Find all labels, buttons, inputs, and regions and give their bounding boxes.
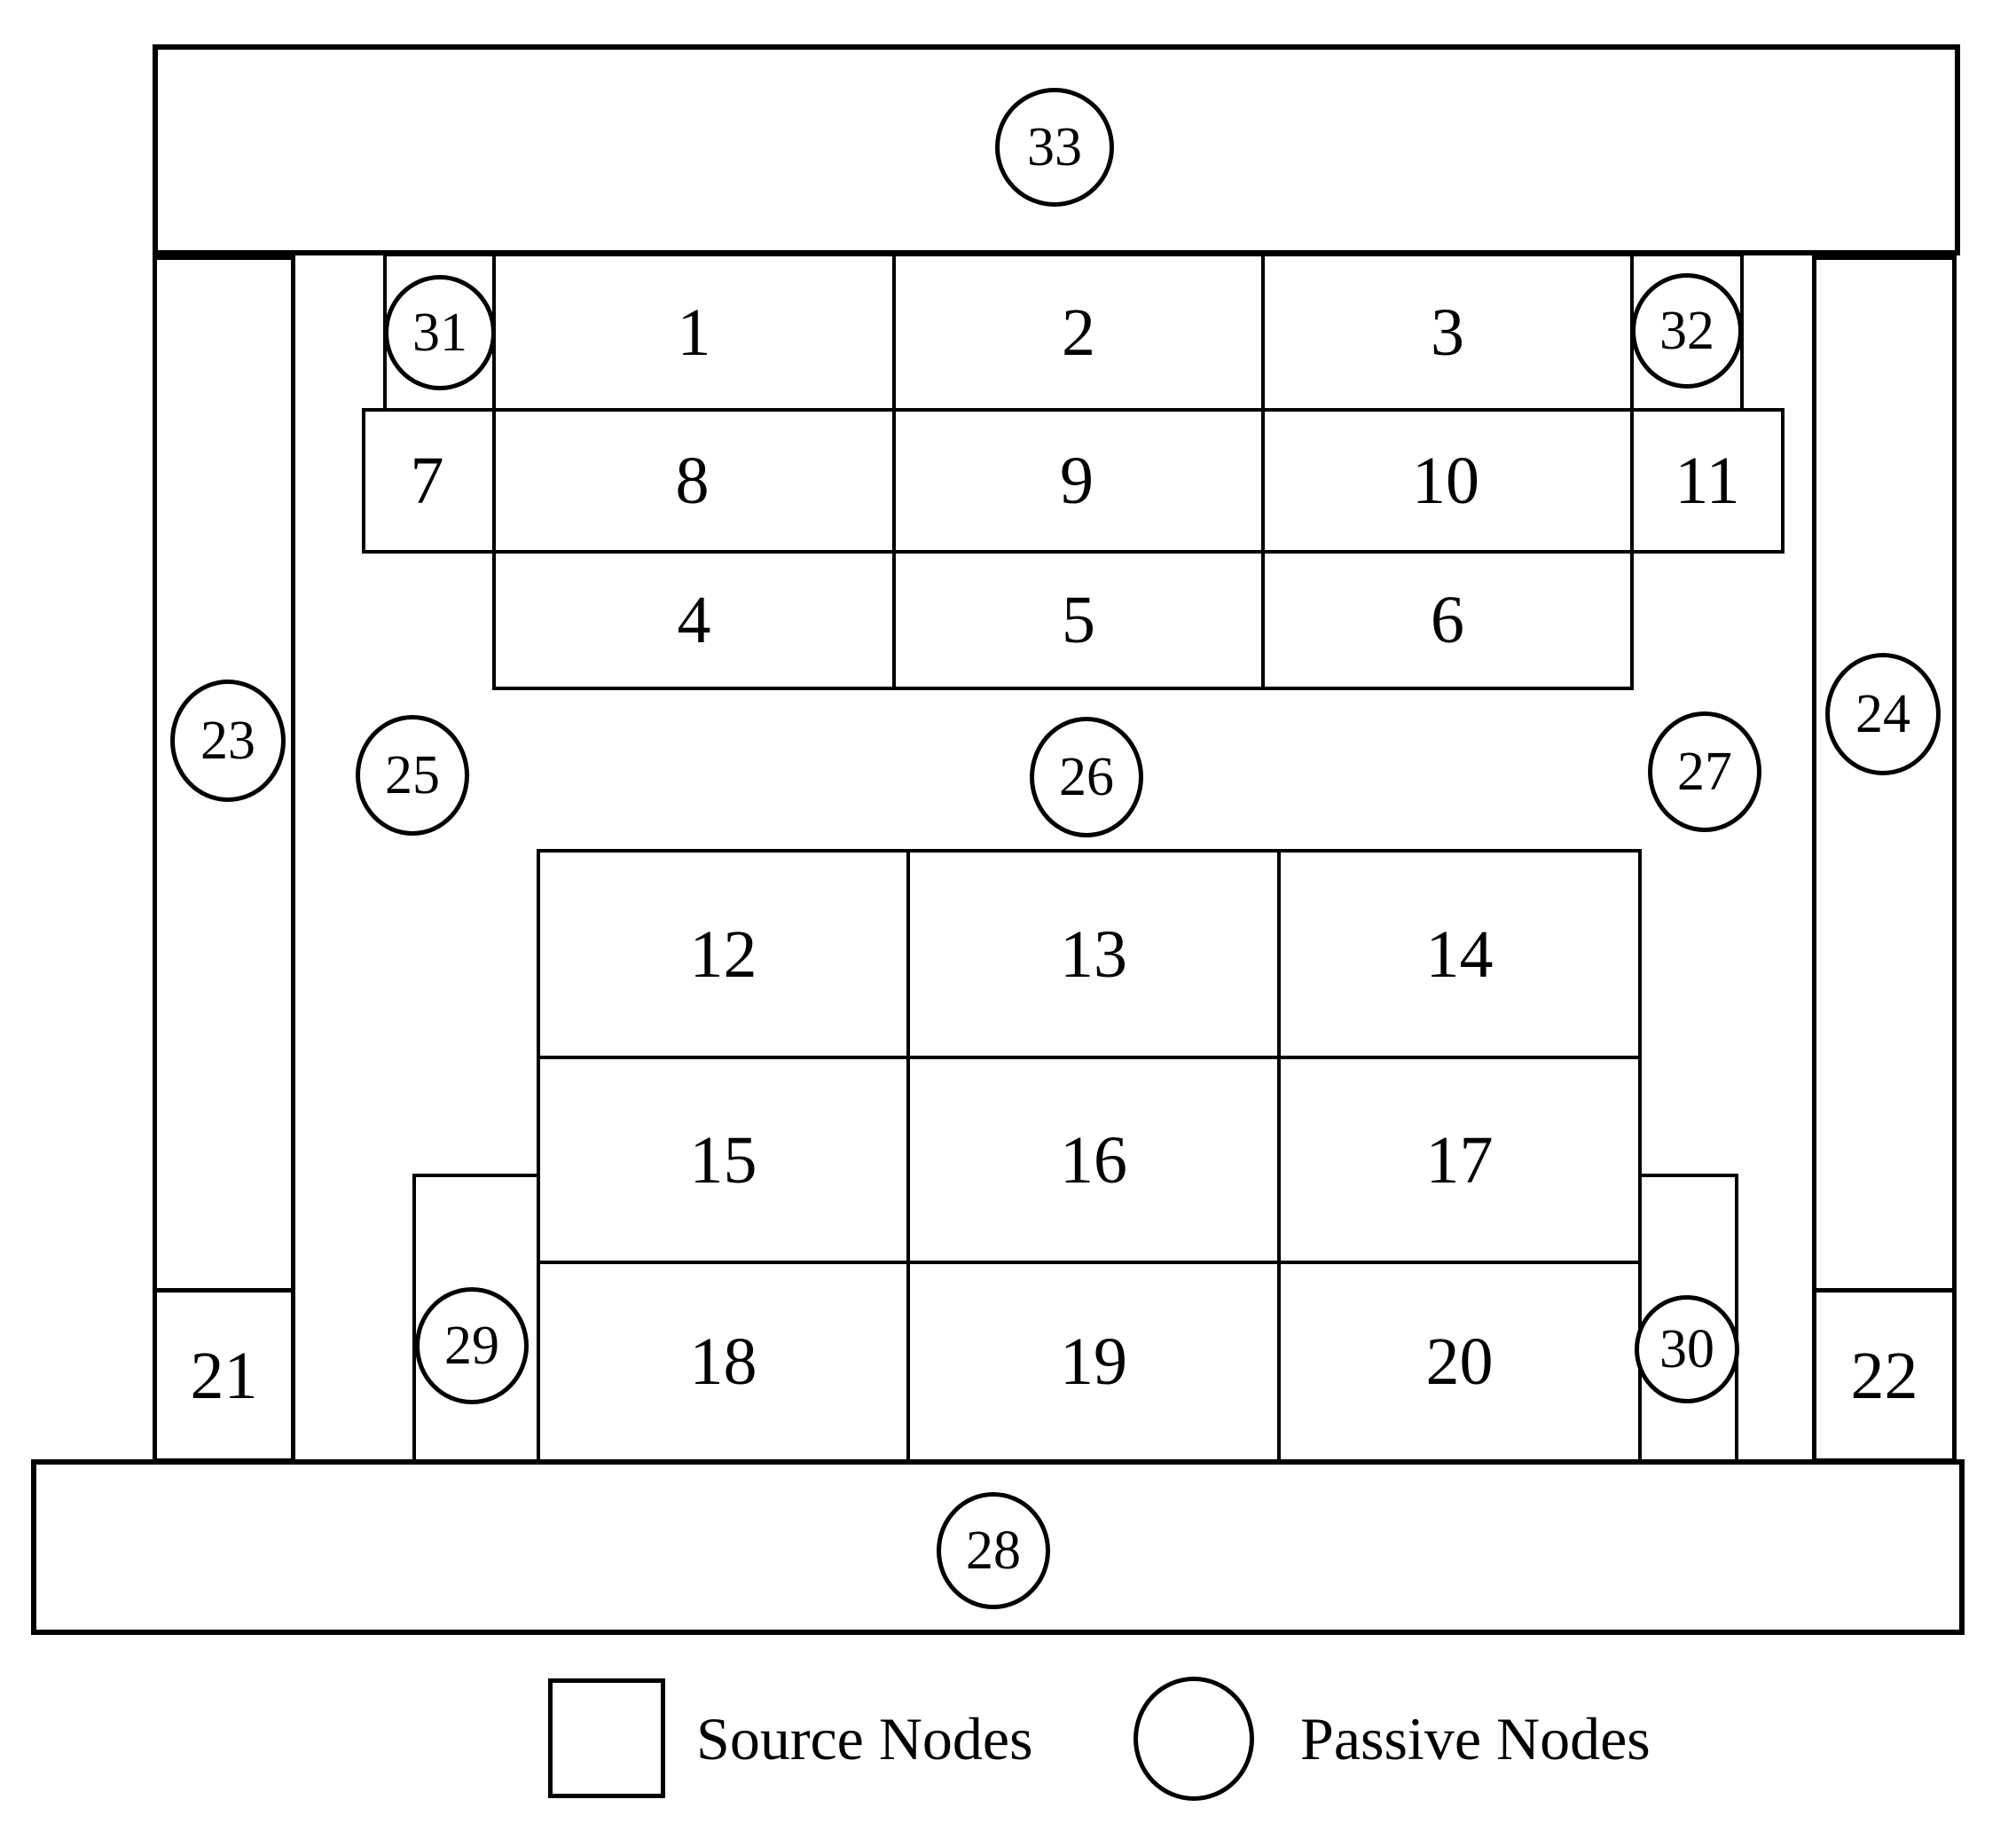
source-node-16-label: 16 — [1060, 1122, 1127, 1198]
passive-node-32: 32 — [1631, 273, 1743, 389]
divider-10-11 — [1630, 408, 1634, 554]
legend-source-label: Source Nodes — [696, 1704, 1033, 1772]
source-node-21-label: 21 — [190, 1339, 258, 1413]
source-node-8: 8 — [492, 408, 892, 554]
source-node-5: 5 — [892, 550, 1265, 690]
bottom-beam — [31, 1459, 1965, 1635]
source-node-7-label: 7 — [410, 444, 444, 518]
left-column-divider — [153, 1288, 295, 1293]
source-node-22-label: 22 — [1850, 1339, 1918, 1413]
passive-node-24: 24 — [1825, 653, 1941, 775]
source-node-16: 16 — [906, 1056, 1281, 1264]
source-node-20-label: 20 — [1425, 1324, 1494, 1399]
legend-passive-label-zone: Passive Nodes — [1300, 1678, 1868, 1798]
passive-node-28-label: 28 — [966, 1520, 1021, 1581]
divider-9-10 — [1261, 408, 1265, 554]
source-node-15-label: 15 — [689, 1122, 757, 1198]
right-column-divider — [1812, 1288, 1957, 1293]
source-node-22: 22 — [1812, 1293, 1957, 1459]
source-node-4-label: 4 — [677, 583, 711, 657]
source-node-5-label: 5 — [1062, 583, 1095, 657]
passive-node-33-label: 33 — [1027, 117, 1082, 177]
source-node-17: 17 — [1277, 1056, 1642, 1264]
source-node-17-label: 17 — [1425, 1122, 1494, 1198]
legend-passive-label: Passive Nodes — [1300, 1704, 1651, 1772]
source-node-12-label: 12 — [689, 916, 757, 992]
source-node-2-label: 2 — [1062, 295, 1095, 370]
passive-node-23-label: 23 — [200, 711, 255, 771]
source-node-1-label: 1 — [677, 295, 711, 370]
passive-node-25-label: 25 — [385, 745, 440, 805]
passive-node-26-label: 26 — [1059, 747, 1114, 807]
source-node-18-label: 18 — [689, 1324, 757, 1399]
source-node-3: 3 — [1261, 253, 1634, 412]
passive-node-24-label: 24 — [1855, 684, 1910, 744]
passive-node-27-label: 27 — [1677, 742, 1732, 802]
passive-node-32-label: 32 — [1659, 301, 1714, 361]
legend-passive-swatch — [1134, 1677, 1254, 1801]
divider-7-8 — [492, 408, 496, 554]
passive-node-25: 25 — [356, 715, 469, 836]
passive-node-30: 30 — [1635, 1295, 1739, 1403]
source-node-1: 1 — [492, 253, 896, 412]
legend-source-swatch — [548, 1678, 665, 1798]
legend-source-label-zone: Source Nodes — [696, 1678, 1246, 1798]
source-node-11-label: 11 — [1675, 444, 1740, 518]
source-node-13-label: 13 — [1060, 916, 1127, 992]
source-node-10: 10 — [1261, 408, 1630, 554]
source-node-4: 4 — [492, 550, 896, 690]
source-node-10-label: 10 — [1412, 444, 1479, 518]
source-node-14: 14 — [1277, 849, 1642, 1059]
right-column — [1812, 255, 1957, 1463]
source-node-18: 18 — [537, 1261, 910, 1463]
source-node-13: 13 — [906, 849, 1281, 1059]
source-node-2: 2 — [892, 253, 1265, 412]
source-node-8-label: 8 — [675, 444, 710, 518]
divider-8-9 — [892, 408, 896, 554]
source-node-15: 15 — [537, 1056, 910, 1264]
passive-node-23: 23 — [170, 680, 286, 802]
source-node-6-label: 6 — [1431, 583, 1464, 657]
source-node-12: 12 — [537, 849, 910, 1059]
passive-node-28: 28 — [937, 1492, 1050, 1609]
source-node-19-label: 19 — [1060, 1324, 1127, 1399]
source-node-14-label: 14 — [1425, 916, 1494, 992]
passive-node-31: 31 — [384, 275, 496, 390]
source-node-9: 9 — [892, 408, 1261, 554]
passive-node-29: 29 — [415, 1287, 529, 1404]
source-node-20: 20 — [1277, 1261, 1642, 1463]
source-node-3-label: 3 — [1431, 295, 1464, 370]
passive-node-29-label: 29 — [444, 1316, 499, 1376]
left-column — [153, 255, 295, 1463]
source-node-6: 6 — [1261, 550, 1634, 690]
source-node-11: 11 — [1630, 408, 1785, 554]
passive-node-27: 27 — [1648, 711, 1761, 832]
passive-node-26: 26 — [1030, 717, 1143, 837]
source-node-9-label: 9 — [1060, 444, 1094, 518]
source-node-19: 19 — [906, 1261, 1281, 1463]
passive-node-31-label: 31 — [412, 303, 467, 363]
passive-node-33: 33 — [995, 88, 1114, 207]
passive-node-30-label: 30 — [1659, 1319, 1714, 1379]
source-node-21: 21 — [153, 1293, 295, 1459]
source-node-7: 7 — [362, 408, 492, 554]
